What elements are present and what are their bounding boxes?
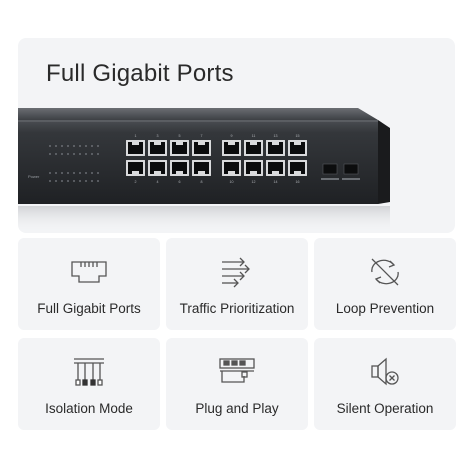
led-dot — [79, 180, 81, 182]
led-dot — [85, 153, 87, 155]
led-dot — [97, 145, 99, 147]
led-dot — [49, 145, 51, 147]
feature-label: Loop Prevention — [335, 301, 435, 316]
feature-card-full-gigabit-ports: Full Gigabit Ports — [18, 238, 160, 330]
led-dot — [73, 153, 75, 155]
port-number: 9 — [231, 134, 233, 138]
led-dot — [91, 153, 93, 155]
ethernet-port — [170, 140, 189, 156]
ethernet-port — [222, 140, 241, 156]
feature-card-isolation-mode: Isolation Mode — [18, 338, 160, 430]
led-dot — [97, 180, 99, 182]
led-dot — [79, 145, 81, 147]
led-indicators — [49, 145, 99, 182]
port-number: 16 — [296, 180, 300, 184]
led-dot — [85, 145, 87, 147]
led-dot — [91, 180, 93, 182]
led-dot — [61, 172, 63, 174]
sfp-port-1 — [322, 163, 338, 175]
feature-card-silent-operation: Silent Operation — [314, 338, 456, 430]
port-number: 13 — [274, 134, 278, 138]
led-dot — [55, 172, 57, 174]
port-number: 8 — [201, 180, 203, 184]
ethernet-port — [288, 160, 307, 176]
port-number: 3 — [157, 134, 159, 138]
ethernet-port — [148, 160, 167, 176]
port-number: 4 — [157, 180, 159, 184]
led-dot — [73, 145, 75, 147]
ethernet-port — [192, 160, 211, 176]
port-number: 5 — [179, 134, 181, 138]
led-dot — [67, 172, 69, 174]
led-dot — [67, 180, 69, 182]
feature-card-loop-prevention: Loop Prevention — [314, 238, 456, 330]
ethernet-port — [148, 140, 167, 156]
port-number: 15 — [296, 134, 300, 138]
hero-banner: Full Gigabit Ports — [18, 38, 455, 233]
led-dot — [49, 172, 51, 174]
led-dot — [91, 172, 93, 174]
speaker-mute-icon — [371, 357, 399, 386]
loop-arrows-icon — [371, 258, 399, 286]
led-dot — [49, 153, 51, 155]
led-dot — [97, 172, 99, 174]
plug-and-play-icon — [219, 358, 255, 383]
ethernet-port — [266, 140, 285, 156]
port-number: 7 — [201, 134, 203, 138]
feature-label: Silent Operation — [336, 401, 434, 416]
ethernet-port — [244, 160, 263, 176]
port-number: 10 — [230, 180, 234, 184]
led-dot — [61, 145, 63, 147]
port-number: 1 — [135, 134, 137, 138]
port-number: 11 — [252, 134, 256, 138]
led-dot — [73, 172, 75, 174]
port-number: 6 — [179, 180, 181, 184]
feature-label: Isolation Mode — [45, 401, 133, 416]
led-dot — [55, 153, 57, 155]
power-label: Power — [28, 174, 40, 179]
ethernet-port — [126, 140, 145, 156]
ethernet-port — [222, 160, 241, 176]
led-dot — [49, 180, 51, 182]
port-number: 2 — [135, 180, 137, 184]
ethernet-port — [288, 140, 307, 156]
feature-card-traffic-prioritization: Traffic Prioritization — [166, 238, 308, 330]
led-dot — [79, 172, 81, 174]
led-dot — [55, 145, 57, 147]
traffic-arrows-icon — [222, 257, 250, 288]
led-dot — [61, 180, 63, 182]
ethernet-port — [244, 140, 263, 156]
feature-label: Traffic Prioritization — [179, 301, 295, 316]
feature-label: Full Gigabit Ports — [37, 301, 141, 316]
ethernet-port — [170, 160, 189, 176]
ethernet-port-icon — [71, 261, 107, 283]
led-dot — [73, 180, 75, 182]
hero-title: Full Gigabit Ports — [46, 60, 234, 87]
port-number: 12 — [252, 180, 256, 184]
led-dot — [85, 180, 87, 182]
led-dot — [97, 153, 99, 155]
feature-card-plug-and-play: Plug and Play — [166, 338, 308, 430]
isolation-icon — [74, 358, 104, 386]
ethernet-port — [192, 140, 211, 156]
ethernet-port — [126, 160, 145, 176]
led-dot — [67, 145, 69, 147]
led-dot — [55, 180, 57, 182]
led-dot — [79, 153, 81, 155]
feature-label: Plug and Play — [195, 401, 279, 416]
ethernet-port — [266, 160, 285, 176]
led-dot — [85, 172, 87, 174]
led-dot — [91, 145, 93, 147]
led-dot — [61, 153, 63, 155]
port-number: 14 — [274, 180, 278, 184]
led-dot — [67, 153, 69, 155]
sfp-port-2 — [343, 163, 359, 175]
